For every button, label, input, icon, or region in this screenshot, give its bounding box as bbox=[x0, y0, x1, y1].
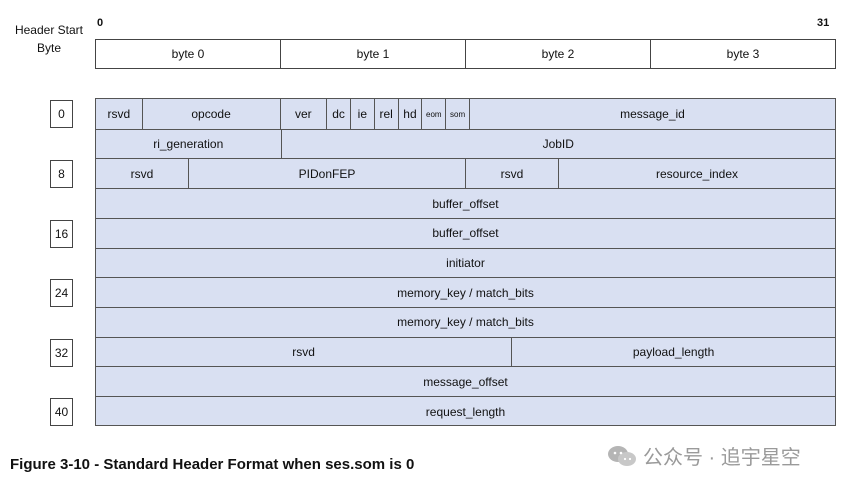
field-som: som bbox=[446, 99, 470, 129]
byte-0-label: byte 0 bbox=[96, 40, 281, 68]
field-rsvd: rsvd bbox=[96, 159, 189, 189]
field-rsvd: rsvd bbox=[96, 99, 143, 129]
offset-16: 16 bbox=[50, 220, 73, 248]
wechat-icon bbox=[608, 445, 636, 466]
watermark: 公众号 · 追宇星空 bbox=[607, 441, 801, 470]
field-rsvd: rsvd bbox=[96, 337, 513, 367]
header-row: initiator bbox=[96, 247, 835, 278]
watermark-text: 公众号 · 追宇星空 bbox=[643, 447, 801, 469]
field-rsvd: rsvd bbox=[466, 159, 559, 189]
field-memory-key-match-bits: memory_key / match_bits bbox=[397, 315, 534, 330]
field-initiator: initiator bbox=[446, 256, 485, 270]
header-row: memory_key / match_bits bbox=[96, 277, 835, 307]
header-row: buffer_offset bbox=[96, 188, 835, 218]
field-request-length: request_length bbox=[425, 404, 506, 419]
field-hd: hd bbox=[399, 99, 423, 129]
header-row: memory_key / match_bits bbox=[96, 306, 835, 337]
field-ie: ie bbox=[351, 99, 375, 129]
byte-1-label: byte 1 bbox=[281, 40, 466, 68]
field-message-offset: message_offset bbox=[423, 374, 508, 389]
offset-24: 24 bbox=[50, 279, 73, 307]
field-buffer-offset: buffer_offset bbox=[432, 226, 499, 241]
figure-caption: Figure 3-10 - Standard Header Format whe… bbox=[10, 456, 415, 473]
header-start-byte-label: Header Start Byte bbox=[14, 23, 84, 55]
field-ri-generation: ri_generation bbox=[96, 129, 282, 159]
field-message-id: message_id bbox=[620, 107, 685, 121]
bit-end-label: 31 bbox=[817, 17, 830, 29]
field-memory-key-match-bits: memory_key / match_bits bbox=[397, 285, 534, 300]
field-rel: rel bbox=[375, 99, 399, 129]
header-row: ri_generation JobID bbox=[96, 128, 835, 159]
byte-2-label: byte 2 bbox=[466, 40, 651, 68]
bit-start-label: 0 bbox=[97, 17, 104, 29]
field-opcode: opcode bbox=[143, 99, 281, 129]
field-ver: ver bbox=[281, 99, 328, 129]
header-row: rsvd payload_length bbox=[96, 336, 835, 367]
field-eom: eom bbox=[422, 99, 447, 129]
header-row: buffer_offset bbox=[96, 217, 835, 248]
offset-8: 8 bbox=[50, 160, 73, 188]
field-resource-index: resource_index bbox=[655, 166, 739, 181]
header-row: message_offset bbox=[96, 366, 835, 396]
field-jobid: JobID bbox=[542, 137, 574, 152]
byte-3-label: byte 3 bbox=[726, 47, 760, 61]
field-pidonfep: PIDonFEP bbox=[189, 159, 466, 189]
field-dc: dc bbox=[327, 99, 351, 129]
offset-40: 40 bbox=[50, 398, 73, 426]
offset-0: 0 bbox=[50, 100, 73, 128]
field-payload-length: payload_length bbox=[632, 345, 715, 360]
header-row: request_length bbox=[96, 396, 835, 426]
field-buffer-offset: buffer_offset bbox=[432, 196, 499, 211]
offset-32: 32 bbox=[50, 339, 73, 367]
byte-header-row: byte 0 byte 1 byte 2 byte 3 bbox=[95, 39, 836, 69]
